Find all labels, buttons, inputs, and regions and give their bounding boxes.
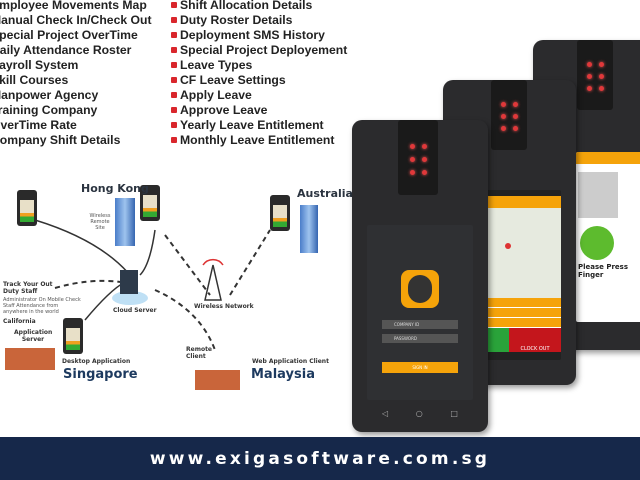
feature-item: Daily Attendance Roster xyxy=(0,43,132,57)
feature-item: CF Leave Settings xyxy=(171,73,347,88)
label-application-server: Application Server xyxy=(14,329,53,343)
sign-in-button[interactable]: SIGN IN xyxy=(382,362,458,373)
device-icon xyxy=(270,195,290,231)
feature-item: Employee Movements Map xyxy=(0,0,147,12)
feature-item: Special Project Deployement xyxy=(171,43,347,58)
device-icon xyxy=(63,318,83,354)
dashed-link xyxy=(154,289,216,351)
label-web-application: Web Application Client xyxy=(252,358,329,365)
feature-item: Payroll System xyxy=(0,58,79,72)
phone-login: COMPANY ID PASSWORD SIGN IN ◁ ○ □ xyxy=(352,120,488,432)
desk-icon xyxy=(5,348,55,370)
network-lines xyxy=(5,219,271,390)
please-press-finger: Please Press Finger xyxy=(578,263,629,279)
label-desktop-application: Desktop Application xyxy=(62,358,131,365)
feature-item: Skill Courses xyxy=(0,73,69,87)
home-icon: ○ xyxy=(415,409,423,418)
label-singapore: Singapore xyxy=(63,367,138,382)
footer-bar: www.exigasoftware.com.sg xyxy=(0,437,640,480)
label-track-sub: Administrator On Mobile Check Staff Atte… xyxy=(3,297,81,315)
dashed-link xyxy=(229,229,271,296)
company-id-field[interactable]: COMPANY ID xyxy=(382,320,458,329)
feature-item: Monthly Leave Entitlement xyxy=(171,133,347,148)
feature-item: OverTime Rate xyxy=(0,118,77,132)
back-icon: ◁ xyxy=(382,409,389,418)
label-remote-client: Remote Client xyxy=(186,346,213,360)
password-field[interactable]: PASSWORD xyxy=(382,334,458,343)
user-avatar-icon xyxy=(578,172,618,218)
device-icon xyxy=(140,185,160,221)
wireless-tower-icon xyxy=(202,258,224,301)
nav-buttons: ◁ ○ □ xyxy=(382,409,458,418)
building-icon xyxy=(115,198,135,246)
dashed-link xyxy=(54,279,121,289)
feature-item: Manpower Agency xyxy=(0,88,99,102)
feature-item: Duty Roster Details xyxy=(171,13,347,28)
right-feature-list: Shift Allocation Details Duty Roster Det… xyxy=(171,0,347,148)
line-link xyxy=(34,219,131,276)
label-wireless-network: Wireless Network xyxy=(194,303,254,310)
building-icon xyxy=(300,205,318,253)
label-australia: Australia xyxy=(297,187,353,200)
dashed-link xyxy=(164,234,211,296)
website-url[interactable]: www.exigasoftware.com.sg xyxy=(149,448,491,469)
feature-item: Leave Types xyxy=(171,58,347,73)
feature-item: Training Company xyxy=(0,103,98,117)
label-track-staff: Track Your Out Duty Staff xyxy=(3,281,53,295)
thumbs-up-icon xyxy=(580,226,614,260)
label-malaysia: Malaysia xyxy=(251,367,315,382)
cloud-server-icon xyxy=(112,270,148,305)
feature-item: Yearly Leave Entitlement xyxy=(171,118,347,133)
feature-item: Special Project OverTime xyxy=(0,28,138,42)
desk-icon xyxy=(195,370,240,390)
line-link xyxy=(139,229,156,276)
feature-item: Approve Leave xyxy=(171,103,347,118)
feature-item: Shift Allocation Details xyxy=(171,0,347,13)
feature-item: Apply Leave xyxy=(171,88,347,103)
feature-item: Deployment SMS History xyxy=(171,28,347,43)
device-icon xyxy=(17,190,37,226)
feature-item: Company Shift Details xyxy=(0,133,121,147)
clock-out-button[interactable]: CLOCK OUT xyxy=(509,328,561,352)
label-california: California xyxy=(3,318,36,325)
fingerprint-logo-icon xyxy=(401,270,439,308)
label-wireless-remote-site: Wireless Remote Site xyxy=(89,213,111,231)
map-view xyxy=(483,208,561,298)
label-cloud-server: Cloud Server xyxy=(113,307,157,314)
feature-item: Manual Check In/Check Out xyxy=(0,13,152,27)
left-feature-list: Employee Movements Map Manual Check In/C… xyxy=(0,0,152,148)
map-pin-icon xyxy=(505,243,511,249)
recent-icon: □ xyxy=(450,409,458,418)
label-hong-kong: Hong Kong xyxy=(81,182,149,195)
